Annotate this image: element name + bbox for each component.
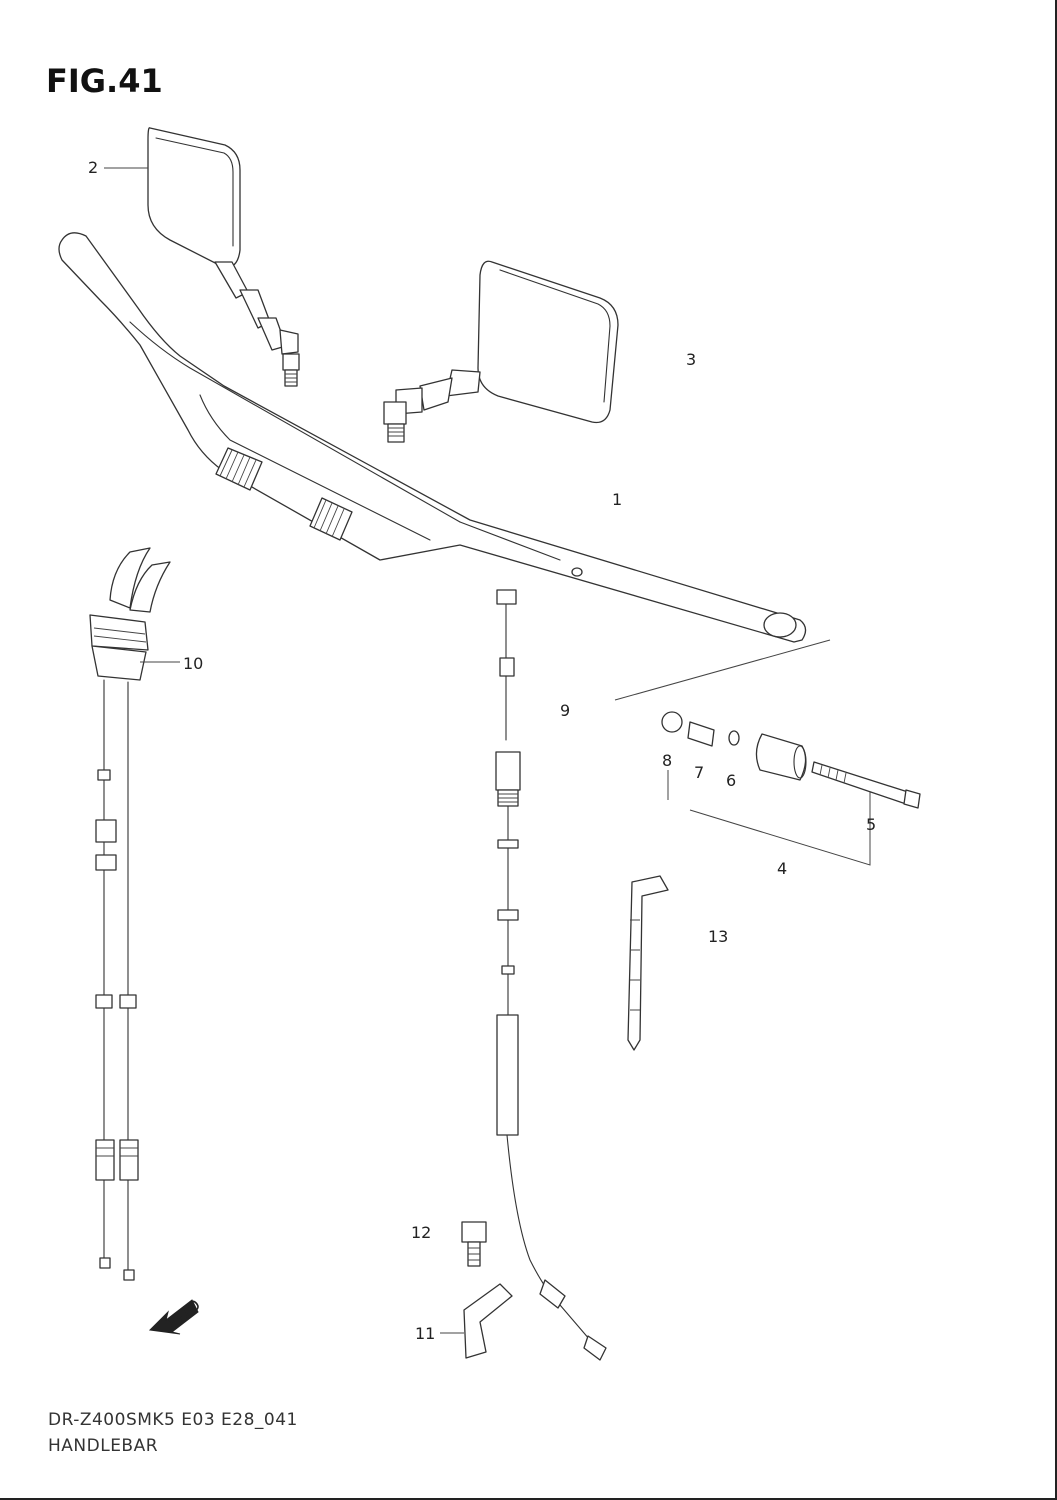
cable-guide	[627, 875, 669, 1051]
callout-7: 7	[694, 763, 704, 782]
balancer-parts	[614, 639, 921, 866]
callout-2: 2	[88, 158, 98, 177]
callout-1: 1	[612, 490, 622, 509]
callout-9: 9	[560, 701, 570, 720]
callout-11: 11	[415, 1324, 435, 1343]
right-mirror	[383, 260, 619, 443]
callout-12: 12	[411, 1223, 431, 1242]
bolt	[461, 1221, 487, 1267]
callout-3: 3	[686, 350, 696, 369]
forward-direction-arrow: FWD	[148, 1295, 204, 1335]
clutch-cable	[495, 589, 607, 1361]
section-name: HANDLEBAR	[48, 1436, 159, 1456]
handlebar	[58, 232, 807, 643]
callout-13: 13	[708, 927, 728, 946]
callout-6: 6	[726, 771, 736, 790]
callout-5: 5	[866, 815, 876, 834]
callout-10: 10	[183, 654, 203, 673]
cable-clamp	[440, 1283, 513, 1359]
left-mirror	[147, 127, 300, 387]
model-code: DR-Z400SMK5 E03 E28_041	[48, 1410, 298, 1430]
figure-title: FIG.41	[46, 62, 163, 100]
fwd-label: FWD	[163, 1295, 204, 1333]
throttle-cable-assembly	[89, 547, 180, 1281]
callout-4: 4	[777, 859, 787, 878]
callout-8: 8	[662, 751, 672, 770]
